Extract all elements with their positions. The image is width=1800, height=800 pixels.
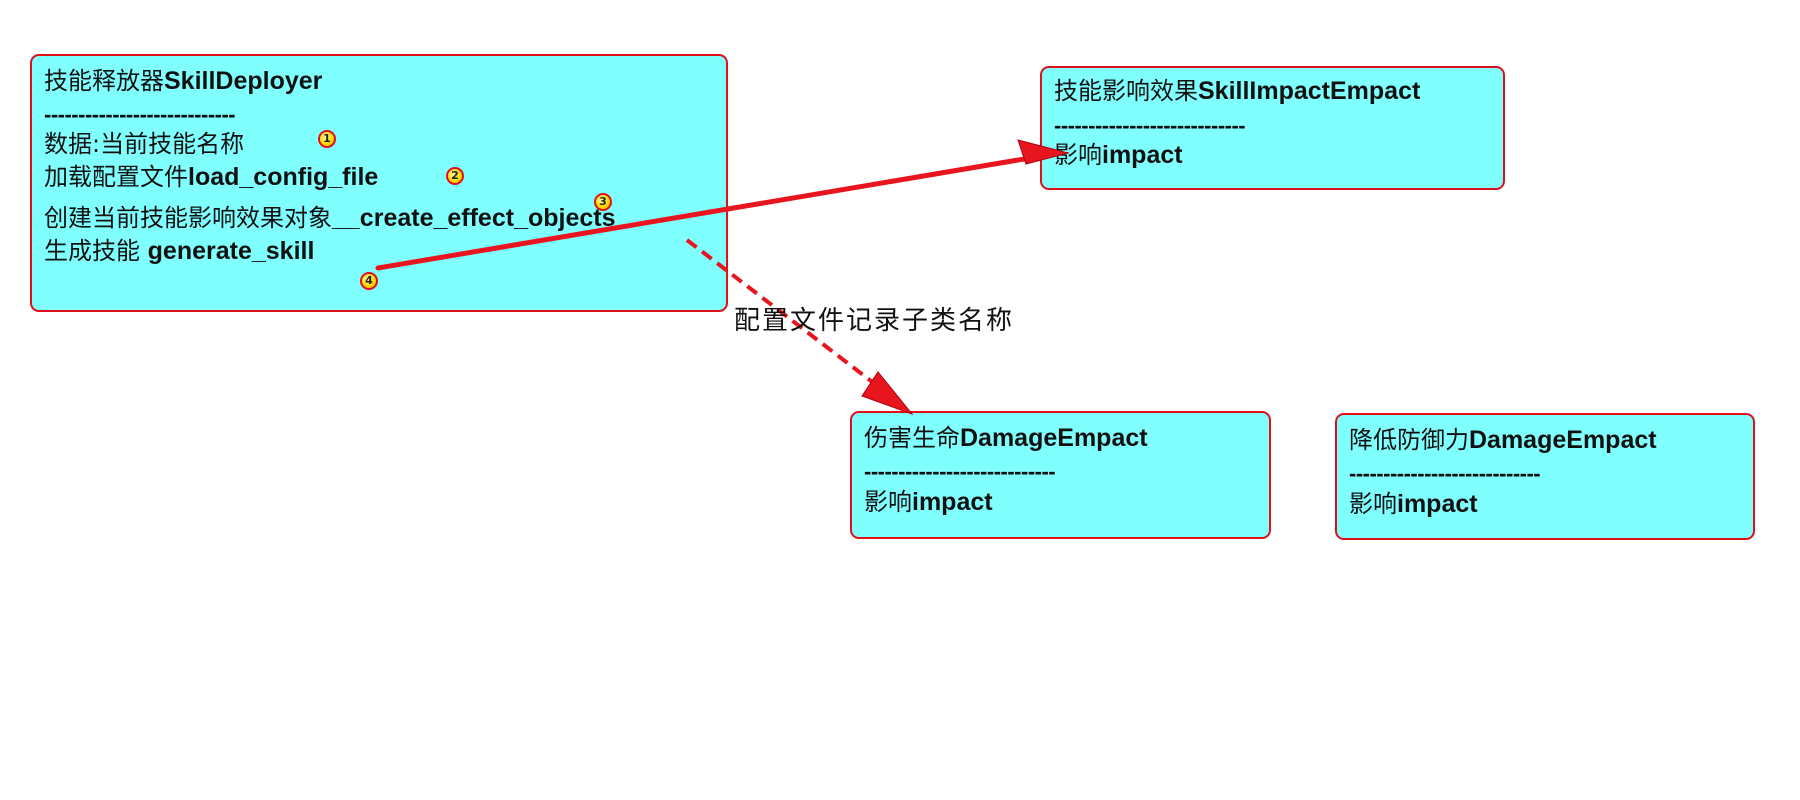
deployer-title-cn: 技能释放器 bbox=[44, 67, 164, 95]
step-badge-2: 2 bbox=[446, 167, 464, 185]
skill-impact-box: 技能影响效果SkillImpactEmpact ----------------… bbox=[1040, 66, 1505, 190]
deployer-line-data-cn: 数据:当前技能名称 bbox=[44, 130, 245, 158]
damage-life-box: 伤害生命DamageEmpact -----------------------… bbox=[850, 411, 1271, 539]
step-badge-1: 1 bbox=[318, 130, 336, 148]
deployer-line-generate-skill-en: generate_skill bbox=[147, 237, 315, 265]
lower-defense-separator: ---------------------------- bbox=[1349, 461, 1541, 486]
step-badge-4: 4 bbox=[360, 272, 378, 290]
deployer-line-load-config-en: load_config_file bbox=[188, 163, 379, 191]
deployer-line-data: 数据:当前技能名称 bbox=[44, 129, 244, 159]
damage-life-title-cn: 伤害生命 bbox=[864, 424, 960, 452]
lower-defense-title-cn: 降低防御力 bbox=[1349, 426, 1469, 454]
deployer-line-generate-skill-cn: 生成技能 bbox=[44, 237, 148, 265]
damage-life-method-cn: 影响 bbox=[864, 488, 912, 516]
skill-impact-title-cn: 技能影响效果 bbox=[1054, 77, 1198, 105]
damage-life-title: 伤害生命DamageEmpact bbox=[864, 423, 1148, 453]
deployer-line-load-config: 加载配置文件load_config_file bbox=[44, 162, 378, 192]
damage-life-method-en: impact bbox=[912, 488, 993, 516]
skill-deployer-title: 技能释放器SkillDeployer bbox=[44, 66, 322, 96]
dashed-arrow-shaft bbox=[685, 238, 890, 396]
deployer-line-generate-skill: 生成技能 generate_skill bbox=[44, 236, 314, 266]
skill-impact-title-en: SkillImpactEmpact bbox=[1198, 77, 1421, 105]
skill-impact-method: 影响impact bbox=[1054, 140, 1183, 170]
skill-impact-separator: ---------------------------- bbox=[1054, 113, 1246, 138]
deployer-separator: ---------------------------- bbox=[44, 102, 236, 127]
lower-defense-method-en: impact bbox=[1397, 490, 1478, 518]
skill-impact-method-en: impact bbox=[1102, 141, 1183, 169]
deployer-title-en: SkillDeployer bbox=[164, 67, 323, 95]
skill-deployer-box: 技能释放器SkillDeployer ---------------------… bbox=[30, 54, 728, 312]
step-badge-3: 3 bbox=[594, 193, 612, 211]
damage-life-separator: ---------------------------- bbox=[864, 459, 1056, 484]
lower-defense-method-cn: 影响 bbox=[1349, 490, 1397, 518]
dashed-arrow-to-damage-life bbox=[685, 238, 914, 416]
lower-defense-title-en: DamageEmpact bbox=[1469, 426, 1657, 454]
deployer-line-create-effects-cn: 创建当前技能影响效果对象 bbox=[44, 204, 332, 232]
solid-arrow-head bbox=[1017, 139, 1070, 165]
deployer-line-load-config-cn: 加载配置文件 bbox=[44, 163, 188, 191]
solid-arrow-shaft bbox=[375, 153, 1045, 271]
dashed-arrow-head bbox=[861, 371, 914, 416]
damage-life-title-en: DamageEmpact bbox=[960, 424, 1148, 452]
damage-life-method: 影响impact bbox=[864, 487, 993, 517]
config-annotation-label: 配置文件记录子类名称 bbox=[734, 306, 1015, 336]
deployer-line-create-effects-en: __create_effect_objects bbox=[332, 204, 616, 232]
lower-defense-title: 降低防御力DamageEmpact bbox=[1349, 425, 1657, 455]
deployer-line-create-effects: 创建当前技能影响效果对象__create_effect_objects bbox=[44, 203, 616, 233]
solid-arrow-generate-to-impact bbox=[375, 139, 1070, 271]
lower-defense-box: 降低防御力DamageEmpact ----------------------… bbox=[1335, 413, 1755, 540]
skill-impact-title: 技能影响效果SkillImpactEmpact bbox=[1054, 76, 1420, 106]
lower-defense-method: 影响impact bbox=[1349, 489, 1478, 519]
